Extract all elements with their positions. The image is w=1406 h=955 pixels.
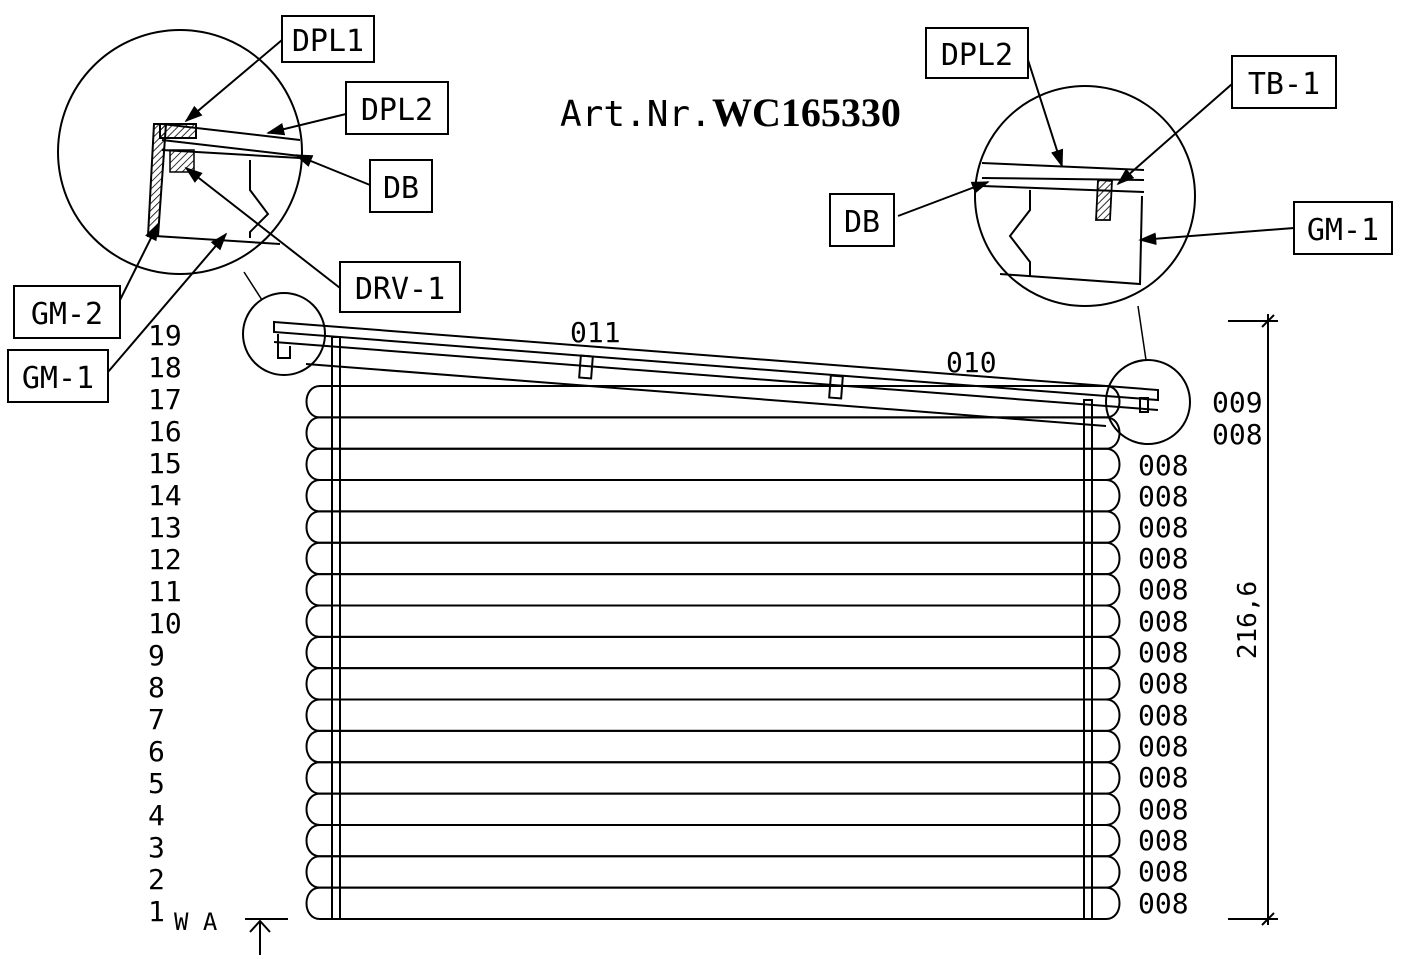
layer-number: 2	[148, 863, 165, 896]
callout-dpl1-left: DPL1	[281, 15, 375, 63]
svg-text:TB-1: TB-1	[1248, 67, 1320, 102]
callout-gm1-left: GM-1	[7, 349, 109, 403]
part-label: 008	[1212, 418, 1263, 451]
part-label: 008	[1138, 449, 1189, 482]
wall-elevation	[242, 292, 1191, 920]
part-label: 008	[1138, 480, 1189, 513]
callout-dpl2-right: DPL2	[925, 27, 1029, 79]
layer-number: 12	[148, 543, 182, 576]
log-row	[305, 479, 1121, 513]
part-label: 008	[1138, 887, 1189, 920]
article-number-title: Art.Nr. WC165330	[560, 90, 901, 135]
callout-drv1: DRV-1	[339, 261, 461, 313]
layer-number: 15	[148, 447, 182, 480]
svg-text:DRV-1: DRV-1	[355, 272, 445, 307]
log-row	[305, 729, 1121, 764]
part-label: 008	[1138, 636, 1189, 669]
svg-text:GM-1: GM-1	[22, 361, 94, 396]
part-label: 008	[1138, 605, 1189, 638]
layer-number: 10	[148, 607, 182, 640]
layer-number: 1	[148, 895, 165, 928]
log-row	[305, 886, 1121, 920]
log-row	[305, 416, 1121, 450]
log-row	[305, 698, 1121, 732]
log-rows	[305, 385, 1121, 920]
callout-gm1-right: GM-1	[1293, 201, 1393, 255]
log-row	[305, 823, 1121, 858]
title-code: WC165330	[712, 90, 901, 135]
layer-number: 11	[148, 575, 182, 608]
part-label: 008	[1138, 855, 1189, 888]
layer-number: 3	[148, 831, 165, 864]
callout-db-left: DB	[369, 159, 433, 213]
log-row	[305, 604, 1121, 638]
layer-number: 18	[148, 351, 182, 384]
layer-number: 19	[148, 319, 182, 352]
part-label: 009	[1212, 386, 1263, 419]
layer-number: 17	[148, 383, 182, 416]
title-prefix: Art.Nr.	[560, 94, 712, 135]
part-labels: 009 008 008 008 008 008 008 008 008 008 …	[1138, 386, 1263, 920]
layer-numbers: 19 18 17 16 15 14 13 12 11 10 9 8 7 6 5 …	[148, 319, 182, 928]
callout-dpl2-left: DPL2	[345, 81, 449, 135]
layer-number: 13	[148, 511, 182, 544]
base-marker: W A	[174, 908, 288, 955]
log-row	[305, 541, 1121, 576]
layer-number: 6	[148, 735, 165, 768]
roof-beam-label-left: 011	[570, 316, 621, 349]
part-label: 008	[1138, 699, 1189, 732]
log-row	[305, 667, 1121, 701]
callout-gm2: GM-2	[13, 285, 121, 339]
right-detail-view	[897, 59, 1295, 361]
part-label: 008	[1138, 824, 1189, 857]
callout-db-right: DB	[829, 193, 895, 247]
svg-text:GM-2: GM-2	[31, 297, 103, 332]
height-dimension: 216,6	[1228, 314, 1278, 926]
layer-number: 5	[148, 767, 165, 800]
layer-number: 8	[148, 671, 165, 704]
log-row	[305, 385, 1121, 419]
part-label: 008	[1138, 761, 1189, 794]
svg-text:DPL2: DPL2	[361, 93, 433, 128]
layer-number: 7	[148, 703, 165, 736]
svg-text:DB: DB	[844, 205, 880, 240]
svg-text:DPL2: DPL2	[941, 38, 1013, 73]
log-row	[305, 761, 1121, 795]
part-label: 008	[1138, 667, 1189, 700]
part-label: 008	[1138, 793, 1189, 826]
part-label: 008	[1138, 511, 1189, 544]
callout-tb1: TB-1	[1231, 55, 1337, 109]
part-label: 008	[1138, 573, 1189, 606]
svg-text:DPL1: DPL1	[292, 24, 364, 59]
base-marker-label: W A	[174, 908, 218, 936]
log-row	[305, 510, 1121, 544]
part-label: 008	[1138, 730, 1189, 763]
layer-number: 14	[148, 479, 182, 512]
log-row	[305, 855, 1121, 889]
left-detail-view	[57, 29, 371, 373]
part-label: 008	[1138, 542, 1189, 575]
layer-number: 4	[148, 799, 165, 832]
roof-beam-label-right: 010	[946, 346, 997, 379]
layer-number: 16	[148, 415, 182, 448]
log-row	[305, 792, 1121, 826]
svg-text:GM-1: GM-1	[1307, 213, 1379, 248]
svg-text:DB: DB	[383, 171, 419, 206]
log-row	[305, 635, 1121, 670]
log-row	[305, 447, 1121, 482]
height-dimension-value: 216,6	[1233, 581, 1263, 659]
layer-number: 9	[148, 639, 165, 672]
log-row	[305, 573, 1121, 607]
